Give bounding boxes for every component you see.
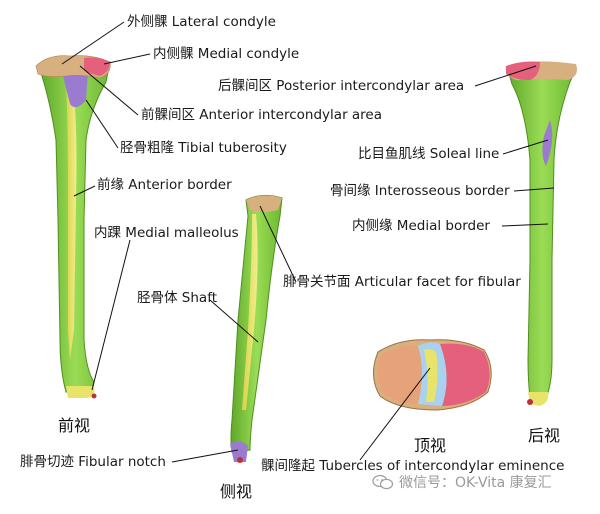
top-intercondylar-yellow <box>424 349 438 402</box>
leader-posterior-intercondylar <box>474 65 537 87</box>
tibia-back-view <box>505 61 577 406</box>
tibia-top-view <box>373 339 492 411</box>
leader-medial-condyle <box>103 53 151 65</box>
leader-articular-facet <box>259 205 297 283</box>
view-title-top: 顶视 <box>414 436 447 455</box>
view-title-back: 后视 <box>528 426 561 445</box>
watermark: 微信号：OK-Vita 康复汇 <box>372 472 552 492</box>
front-malleolus <box>66 386 95 398</box>
back-malleolus <box>528 392 549 406</box>
leader-tibial-tuberosity <box>85 99 119 149</box>
side-malleolus-tip <box>237 457 243 463</box>
label-fibular-notch: 腓骨切迹 Fibular notch <box>20 454 166 470</box>
label-soleal-line: 比目鱼肌线 Soleal line <box>358 146 500 162</box>
top-lateral-facet <box>377 345 422 404</box>
view-title-front: 前视 <box>58 416 91 435</box>
label-medial-condyle: 内侧髁 Medial condyle <box>153 46 300 62</box>
label-anterior-border: 前缘 Anterior border <box>97 177 232 193</box>
label-intercondylar-tubercles: 髁间隆起 Tubercles of intercondylar eminence <box>261 458 565 474</box>
back-malleolus-tip <box>527 399 533 405</box>
label-posterior-intercondylar-area: 后髁间区 Posterior intercondylar area <box>218 78 465 94</box>
label-anterior-intercondylar-area: 前髁间区 Anterior intercondylar area <box>141 107 383 123</box>
side-fibular-notch <box>230 441 248 462</box>
label-articular-facet-for-fibular: 腓骨关节面 Articular facet for fibular <box>283 274 521 290</box>
leader-lateral-condyle <box>61 21 125 65</box>
front-anterior-border-strip <box>66 80 77 360</box>
view-title-side: 侧视 <box>220 482 253 501</box>
leader-lines <box>61 21 555 463</box>
leader-anterior-intercondylar <box>79 65 139 116</box>
tibia-front-view <box>35 55 111 399</box>
leader-shaft <box>209 299 259 343</box>
leader-intercondylar-tubercles <box>359 367 431 461</box>
leader-medial-border <box>501 223 549 227</box>
wechat-icon <box>372 474 394 490</box>
side-yellow-strip <box>242 214 258 410</box>
label-medial-malleolus: 内踝 Medial malleolus <box>94 225 239 241</box>
top-medial-facet-pink <box>440 343 490 406</box>
leader-interosseous-border <box>513 187 555 192</box>
label-lateral-condyle: 外侧髁 Lateral condyle <box>127 14 276 30</box>
back-shaft <box>507 62 577 399</box>
label-interosseous-border: 骨间缘 Interosseous border <box>330 183 510 199</box>
leader-anterior-border <box>73 185 96 197</box>
watermark-text: 微信号：OK-Vita 康复汇 <box>399 475 552 491</box>
label-tibial-tuberosity: 胫骨粗隆 Tibial tuberosity <box>120 140 287 156</box>
leader-medial-malleolus <box>91 239 131 391</box>
leader-fibular-notch <box>171 449 239 463</box>
front-medial-condyle-pink <box>84 57 110 76</box>
front-malleolus-tip <box>91 393 97 399</box>
leader-soleal-line <box>502 139 549 155</box>
back-soleal-line <box>542 120 553 166</box>
front-tibial-tuberosity <box>62 68 88 108</box>
label-medial-border: 内侧缘 Medial border <box>352 218 490 234</box>
tibia-side-view <box>230 194 283 463</box>
label-shaft: 胫骨体 Shaft <box>137 290 217 306</box>
side-articular-facet <box>246 195 282 212</box>
